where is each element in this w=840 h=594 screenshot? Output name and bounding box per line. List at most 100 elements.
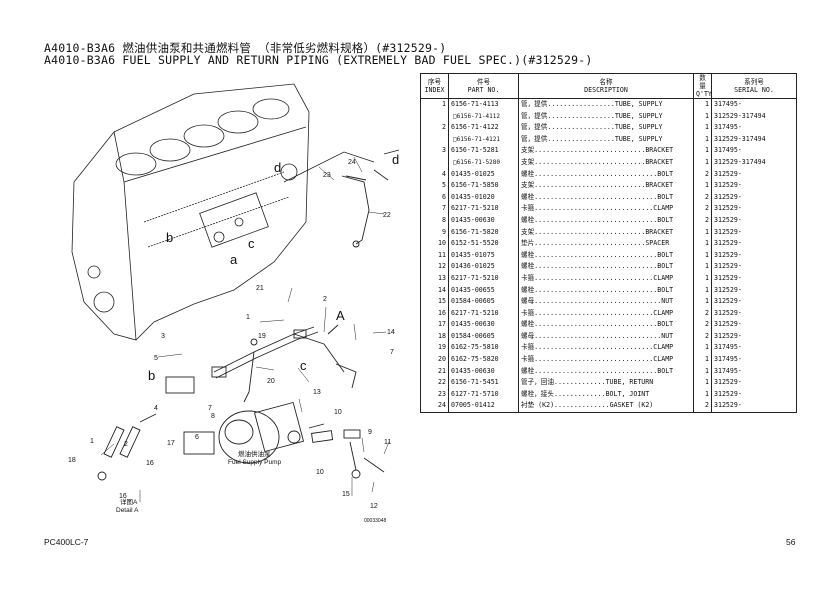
row-part-no: □6156-71-5280 [448,156,519,169]
row-serial-no: 317495- [711,98,797,111]
svg-text:7: 7 [390,349,394,356]
row-quantity: 1 [693,133,712,146]
row-index: 1 [420,98,449,111]
svg-text:9: 9 [368,429,372,436]
row-index: 17 [420,319,449,331]
row-serial-no: 312529- [711,226,797,239]
svg-text:c: c [248,236,255,251]
row-serial-no: 312529- [711,203,797,215]
svg-text:18: 18 [68,457,76,464]
row-description: 螺栓...............................BOLT [518,365,694,378]
row-part-no: □6156-71-4121 [448,133,519,146]
row-index: 18 [420,330,449,343]
row-index: 12 [420,261,449,273]
row-index: 23 [420,388,449,401]
row-description: 螺栓...............................BOLT [518,191,694,204]
row-quantity: 1 [693,226,712,239]
svg-text:23: 23 [323,172,331,179]
row-part-no: 6127-71-5710 [448,388,519,401]
page-title-cn: A4010-B3A6 燃油供油泵和共通燃料管 （非常低劣燃料规格）(#31252… [44,41,447,55]
row-serial-no: 312529- [711,272,797,285]
row-description: 管子，回油.............TUBE, RETURN [518,377,694,389]
row-index: 5 [420,180,449,192]
svg-text:17: 17 [167,440,175,447]
row-index: 11 [420,249,449,262]
row-index: 9 [420,226,449,239]
fasteners-drawing [97,413,385,481]
svg-text:2: 2 [124,441,128,448]
row-quantity: 1 [693,284,712,297]
row-index: 21 [420,365,449,378]
row-serial-no: 312529-317494 [711,133,797,146]
svg-text:d: d [392,152,399,167]
row-part-no: 01435-01020 [448,191,519,204]
row-quantity: 1 [693,156,712,169]
row-part-no: 01435-00630 [448,214,519,227]
row-part-no: □6156-71-4112 [448,110,519,123]
row-serial-no: 317495- [711,354,797,366]
row-serial-no: 317495- [711,145,797,157]
row-serial-no: 312529- [711,191,797,204]
row-part-no: 01435-01025 [448,168,519,181]
row-quantity: 1 [693,180,712,192]
row-part-no: 01435-00655 [448,284,519,297]
row-serial-no: 317495- [711,365,797,378]
row-quantity: 1 [693,145,712,157]
row-serial-no: 317495- [711,342,797,355]
row-part-no: 01435-00630 [448,365,519,378]
row-quantity: 1 [693,365,712,378]
row-part-no: 6217-71-5210 [448,272,519,285]
row-index: 20 [420,354,449,366]
svg-text:A: A [336,308,345,323]
row-index: 15 [420,296,449,308]
svg-text:11: 11 [384,439,391,446]
svg-text:16: 16 [119,493,127,500]
return-tube-drawing [341,149,400,248]
svg-text:2: 2 [323,296,327,303]
row-serial-no: 312529- [711,261,797,273]
row-part-no: 6156-71-4122 [448,122,519,134]
row-quantity: 2 [693,191,712,204]
page-title-en: A4010-B3A6 FUEL SUPPLY AND RETURN PIPING… [44,53,593,67]
row-index: 2 [420,122,449,134]
row-serial-no: 317495- [711,122,797,134]
svg-text:d: d [274,160,281,175]
row-index [420,110,449,123]
row-part-no: 6156-71-4113 [448,98,519,111]
row-index: 24 [420,400,449,414]
row-part-no: 6156-71-5850 [448,180,519,192]
row-index [420,133,449,146]
row-part-no: 6156-71-5451 [448,377,519,389]
row-description: 支架............................BRACKET [518,226,694,239]
row-description: 卡箍..............................CLAMP [518,342,694,355]
row-description: 螺栓...............................BOLT [518,261,694,273]
supply-tubes-drawing [165,326,357,455]
row-serial-no: 312529- [711,284,797,297]
parts-diagram: 21 1 2 5 3 19 20 14 7 13 7 4 8 6 17 1 2 … [68,83,400,524]
svg-text:5: 5 [154,355,158,362]
row-quantity: 1 [693,377,712,389]
row-quantity: 2 [693,168,712,181]
row-description: 螺栓...............................BOLT [518,249,694,262]
row-description: 螺母................................NUT [518,330,694,343]
row-index: 19 [420,342,449,355]
cylinder-bores [115,98,290,176]
row-serial-no: 312529- [711,249,797,262]
row-index: 7 [420,203,449,215]
row-quantity: 2 [693,307,712,320]
svg-text:6: 6 [195,434,199,441]
row-quantity: 2 [693,330,712,343]
footer-page-number: 56 [786,537,796,547]
